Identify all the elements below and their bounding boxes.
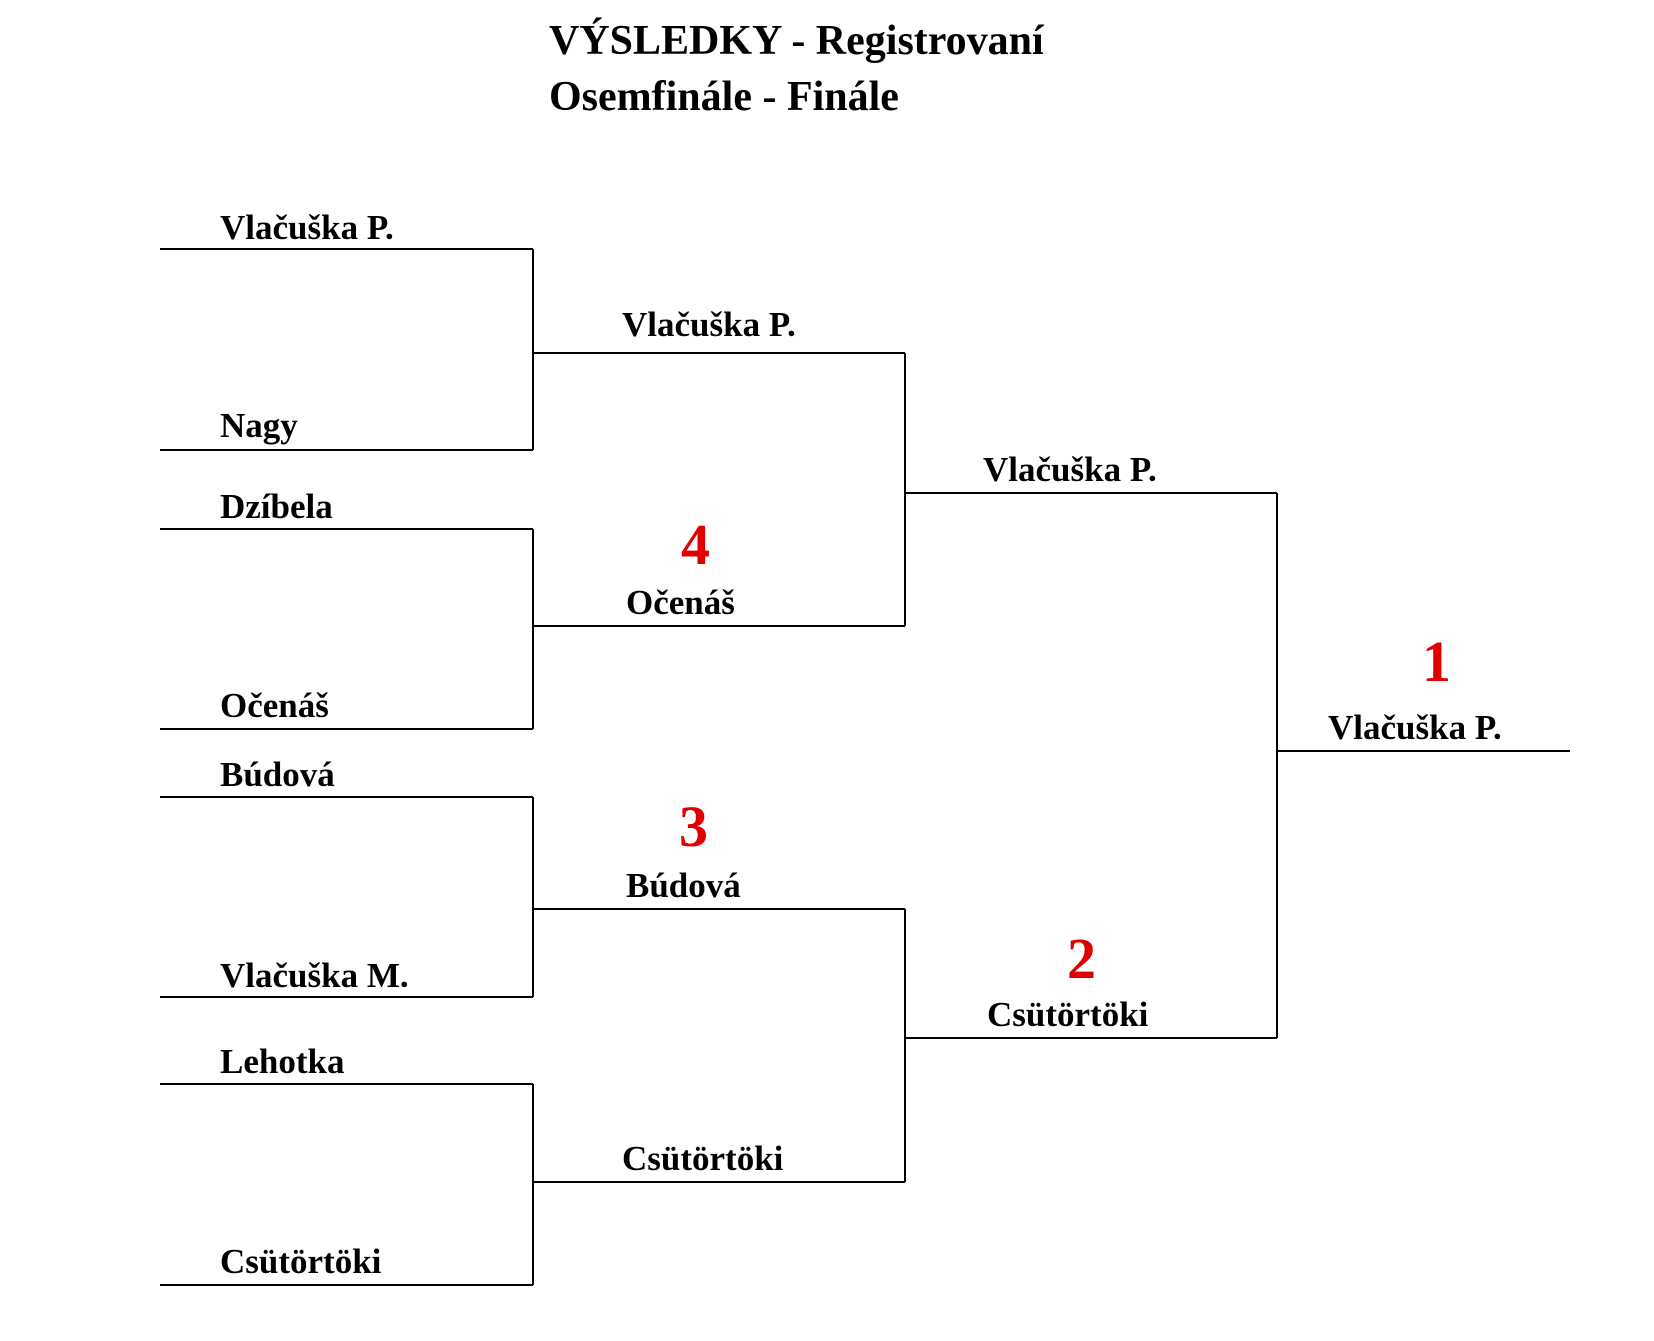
r1-player-4: Očenáš bbox=[220, 686, 329, 725]
r2-player-4: Csütörtöki bbox=[622, 1139, 784, 1178]
page-subtitle: Osemfinále - Finále bbox=[549, 74, 899, 120]
r1-player-1: Vlačuška P. bbox=[220, 208, 394, 247]
r2-player-1: Vlačuška P. bbox=[622, 305, 796, 344]
sf-player-2: Csütörtöki bbox=[987, 995, 1149, 1034]
r1-player-5: Búdová bbox=[220, 755, 335, 794]
sf-player-1: Vlačuška P. bbox=[983, 450, 1157, 489]
r2-player-2: Očenáš bbox=[626, 583, 735, 622]
r2-player-3: Búdová bbox=[626, 866, 741, 905]
rank-1-label: 1 bbox=[1422, 629, 1451, 694]
rank-2-label: 2 bbox=[1067, 926, 1096, 991]
rank-3-label: 3 bbox=[679, 794, 708, 859]
winner-name: Vlačuška P. bbox=[1328, 708, 1502, 747]
r1-player-3: Dzíbela bbox=[220, 487, 333, 526]
r1-player-2: Nagy bbox=[220, 406, 298, 445]
rank-4-label: 4 bbox=[681, 512, 710, 577]
r1-player-6: Vlačuška M. bbox=[220, 956, 409, 995]
r1-player-8: Csütörtöki bbox=[220, 1242, 382, 1281]
r1-player-7: Lehotka bbox=[220, 1042, 345, 1081]
page-title: VÝSLEDKY - Registrovaní bbox=[549, 18, 1044, 64]
